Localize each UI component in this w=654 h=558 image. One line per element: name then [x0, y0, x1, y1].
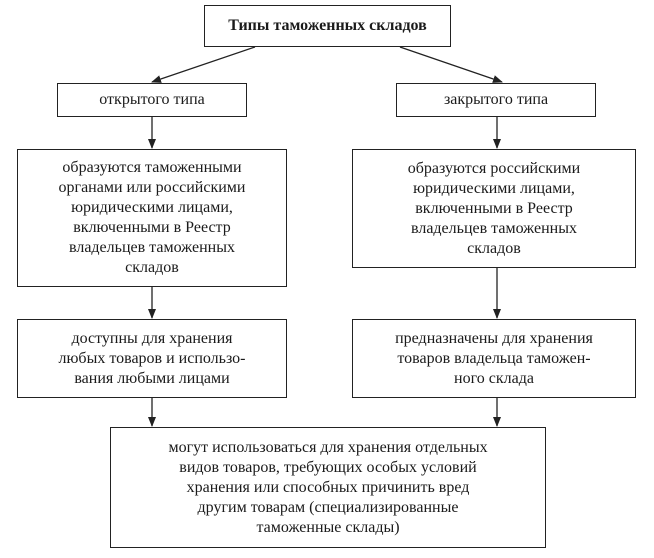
closed-formed-by-box: образуются российскими юридическими лица…	[352, 149, 636, 268]
arrow-title-to-open	[151, 46, 256, 83]
open-purpose-box: доступны для хранения любых товаров и ис…	[17, 319, 287, 398]
arrow-title-to-closed	[399, 46, 503, 83]
common-purpose-box: могут использоваться для хранения отдель…	[110, 427, 546, 548]
open-formed-by-box: образуются таможенными органами или росс…	[17, 149, 287, 287]
diagram-title: Типы таможенных складов	[204, 5, 451, 47]
closed-purpose-box: предназначены для хранения товаров владе…	[352, 319, 636, 398]
closed-type-box: закрытого типа	[396, 83, 596, 117]
open-type-box: открытого типа	[57, 83, 247, 117]
